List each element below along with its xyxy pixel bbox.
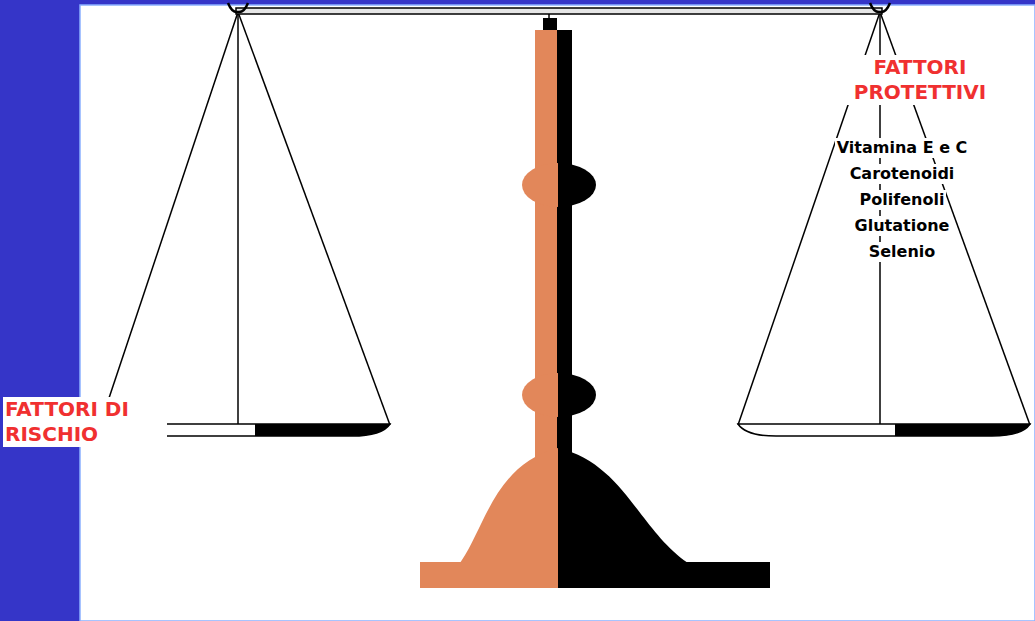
post-knob — [522, 163, 558, 207]
post-knob — [558, 373, 596, 417]
post-knob — [558, 163, 596, 207]
slide-panel — [80, 5, 1035, 621]
list-item: Selenio — [867, 242, 938, 262]
base-foot — [420, 562, 558, 588]
beam-hook — [228, 3, 248, 12]
pan-shadow — [255, 424, 390, 436]
post-top — [543, 18, 557, 32]
base-foot — [558, 562, 770, 588]
beam-hook — [870, 3, 890, 12]
right-pan — [738, 424, 1030, 436]
post-knob — [522, 373, 558, 417]
heading-label: FATTORI PROTETTIVI — [833, 55, 1007, 105]
list-item: Carotenoidi — [848, 164, 957, 184]
list-item: Vitamina E e C — [835, 138, 970, 158]
list-item: Polifenoli — [858, 190, 947, 210]
heading-label: FATTORI DI RISCHIO — [3, 397, 167, 447]
list-item: Glutatione — [853, 216, 952, 236]
pan-shadow — [895, 424, 1030, 436]
balance-beam — [236, 8, 882, 14]
